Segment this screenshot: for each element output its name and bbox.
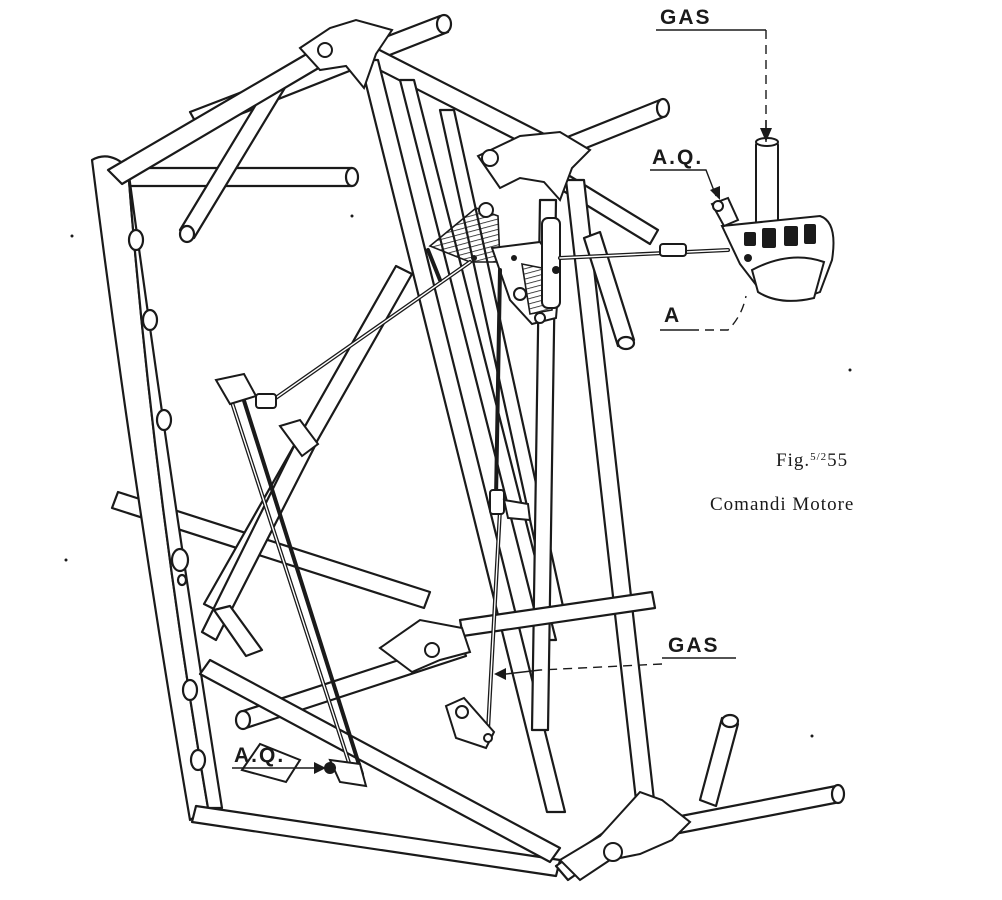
label-aq-top: A.Q. [652, 146, 703, 169]
node-lower-left [240, 742, 302, 784]
figure-caption: Fig.5/255 Comandi Motore [710, 450, 854, 515]
node-top [298, 18, 394, 91]
tube-stub-lower [110, 490, 432, 610]
node-bottom [558, 790, 692, 882]
vertical-sleeve [541, 217, 561, 309]
caption-figure: Fig.5/255 [776, 450, 848, 471]
tube-stub-upper [126, 166, 354, 188]
label-aq-bottom: A.Q. [234, 744, 285, 767]
throttle-quadrant [710, 137, 835, 302]
rod-gas-upper [494, 268, 502, 500]
frame-fittings [127, 228, 207, 772]
labels: GAS A.Q. A GAS A.Q. [234, 6, 720, 767]
tube-vertical-4 [530, 198, 558, 732]
caption-title: Comandi Motore [710, 494, 854, 515]
tube-top-left [106, 50, 324, 186]
label-a: A [664, 304, 681, 327]
aq-lever [328, 758, 368, 788]
tube-bottom-rail [190, 804, 562, 878]
gas-lever-handle [755, 141, 779, 227]
tube-right-upright [698, 716, 740, 808]
tube-lower-diag [198, 658, 562, 864]
control-bellcrank-assembly [428, 202, 562, 326]
leader-lines [232, 29, 772, 774]
label-gas-bottom: GAS [668, 634, 720, 657]
gusset-nodes [240, 18, 692, 882]
tube-vertical-2 [398, 78, 558, 642]
control-rods [214, 243, 730, 788]
bracket-plate [428, 207, 501, 263]
node-middle [378, 618, 472, 674]
frame-curve-outer [90, 155, 210, 822]
node-upper-right [476, 130, 592, 202]
label-gas-top: GAS [660, 6, 712, 29]
tube-right-lower [658, 784, 842, 838]
